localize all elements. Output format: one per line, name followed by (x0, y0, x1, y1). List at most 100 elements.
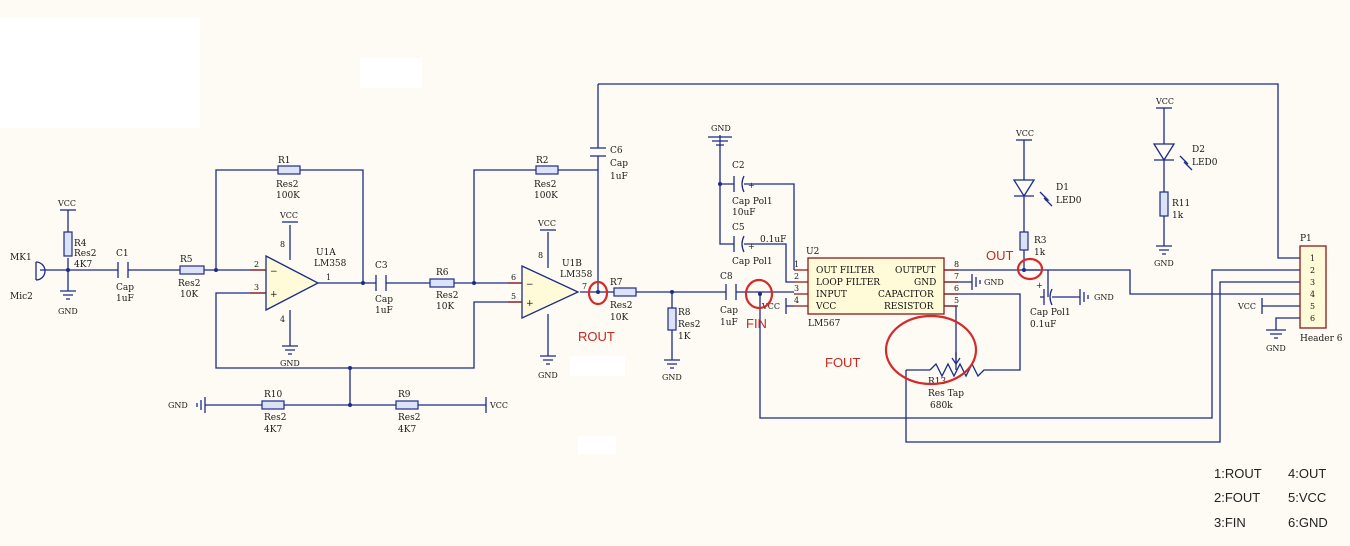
p1-pin-5: 5 (1310, 302, 1315, 311)
c2-type: Cap Pol1 (732, 197, 773, 207)
p1-pin-4: 4 (1310, 290, 1315, 299)
u2-pin2-num: 2 (794, 272, 799, 281)
p1-pin-1: 1 (1310, 254, 1315, 263)
vcc-label: VCC (761, 302, 780, 311)
c8-capacitor: C8 Cap 1uF (720, 272, 738, 328)
r13-res-tap: R13 Res Tap 680k (928, 352, 990, 411)
vcc-label: VCC (1237, 302, 1256, 311)
r8-ref: R8 (678, 308, 691, 318)
gnd-mic: GND (58, 288, 78, 316)
vcc-header: VCC (1237, 298, 1263, 314)
u1b-pin-6: 6 (511, 273, 516, 282)
u1a-pin-1: 1 (326, 273, 331, 282)
u2-part: LM567 (808, 319, 841, 329)
u1b-part: LM358 (560, 270, 593, 280)
annotations: ROUT FIN FOUT OUT (578, 248, 1044, 386)
legend-5: 5:VCC (1288, 490, 1326, 505)
c4-plus: + (1036, 281, 1043, 290)
c5-capacitor: + C5 0.1uF Cap Pol1 (732, 223, 786, 267)
c2-plus: + (748, 181, 755, 190)
gnd-header: GND (1266, 329, 1286, 353)
gnd-c4: GND (1079, 289, 1114, 305)
c2-ref: C2 (732, 161, 745, 171)
vcc-label: VCC (537, 219, 556, 228)
d1-led: D1 LED0 (1012, 179, 1082, 207)
r11-ref: R11 (1172, 199, 1190, 209)
u1a-opamp: − + 2 3 1 8 4 U1A LM358 (250, 240, 347, 324)
r9-type: Res2 (398, 413, 420, 423)
r9-value: 4K7 (398, 425, 416, 435)
gnd-r8: GND (662, 359, 682, 382)
u1b-plus: + (526, 299, 534, 309)
out-label: OUT (986, 248, 1014, 263)
u1a-ref: U1A (316, 248, 336, 258)
rout-label: ROUT (578, 329, 615, 344)
u1b-pin-8: 8 (538, 251, 543, 260)
r6-value: 10K (436, 302, 454, 312)
r7-ref: R7 (610, 278, 623, 288)
c1-type: Cap (116, 283, 134, 293)
vcc-u1b: VCC (537, 219, 556, 231)
u1b-ref: U1B (562, 259, 582, 269)
r10-ref: R10 (264, 390, 283, 400)
gnd-label: GND (1266, 344, 1286, 353)
r2-value: 100K (534, 191, 558, 201)
r1-resistor: R1 Res2 100K (276, 156, 301, 201)
u2-pin7-num: 7 (954, 272, 959, 281)
u2-pin3-num: 3 (794, 284, 799, 293)
c6-value: 1uF (610, 172, 628, 182)
wires (40, 83, 1300, 443)
c4-type: Cap Pol1 (1030, 308, 1071, 318)
d1-ref: D1 (1056, 183, 1069, 193)
u2-pin4-num: 4 (794, 296, 799, 305)
r3-value: 1k (1034, 248, 1046, 258)
r1-value: 100K (276, 191, 300, 201)
r13-type: Res Tap (928, 389, 964, 399)
r11-resistor: R11 1k (1159, 191, 1190, 221)
gnd-u1a: GND (280, 345, 300, 368)
r4-type: Res2 (74, 249, 96, 259)
p1-pin-6: 6 (1310, 314, 1315, 323)
u2-pin1-name: OUT FILTER (816, 266, 874, 276)
c3-capacitor: C3 Cap 1uF (375, 261, 393, 316)
r10-resistor: R10 Res2 4K7 (261, 390, 286, 435)
u2-pin5-num: 5 (954, 296, 959, 305)
gnd-u2-pin7: GND (971, 274, 1004, 290)
d2-type: LED0 (1192, 158, 1218, 168)
fout-label: FOUT (825, 355, 860, 370)
r2-type: Res2 (534, 180, 556, 190)
d2-led: D2 LED0 (1152, 143, 1218, 171)
u1b-pin-5: 5 (511, 292, 516, 301)
p1-type: Header 6 (1300, 334, 1343, 344)
vcc-d2: VCC (1155, 97, 1174, 109)
r9-resistor: R9 Res2 4K7 (395, 390, 420, 435)
u1a-pin-4: 4 (280, 315, 285, 324)
c2-value: 10uF (732, 208, 756, 218)
r4-ref: R4 (74, 239, 87, 249)
r3-ref: R3 (1034, 236, 1047, 246)
p1-ref: P1 (1300, 234, 1312, 244)
r13-ref: R13 (928, 377, 947, 387)
r5-ref: R5 (180, 255, 193, 265)
r8-resistor: R8 Res2 1K (667, 307, 700, 342)
r11-value: 1k (1172, 211, 1184, 221)
c5-type: Cap Pol1 (732, 257, 773, 267)
out-highlight-circle (1016, 257, 1044, 281)
fin-label: FIN (746, 316, 767, 331)
gnd-label: GND (1094, 293, 1114, 302)
u2-pin4-name: VCC (815, 302, 836, 312)
d1-type: LED0 (1056, 196, 1082, 206)
mk1-ref: MK1 (10, 253, 32, 263)
c1-value: 1uF (116, 294, 134, 304)
p1-pin-2: 2 (1310, 266, 1315, 275)
r7-type: Res2 (610, 301, 632, 311)
d2-ref: D2 (1192, 145, 1205, 155)
c8-type: Cap (720, 306, 738, 316)
junction-dots (66, 182, 1026, 407)
gnd-label: GND (662, 373, 682, 382)
r1-ref: R1 (278, 156, 291, 166)
r6-ref: R6 (436, 268, 449, 278)
legend-4: 4:OUT (1288, 466, 1326, 481)
c4-value: 0.1uF (1030, 320, 1056, 330)
vcc-label: VCC (489, 401, 508, 410)
